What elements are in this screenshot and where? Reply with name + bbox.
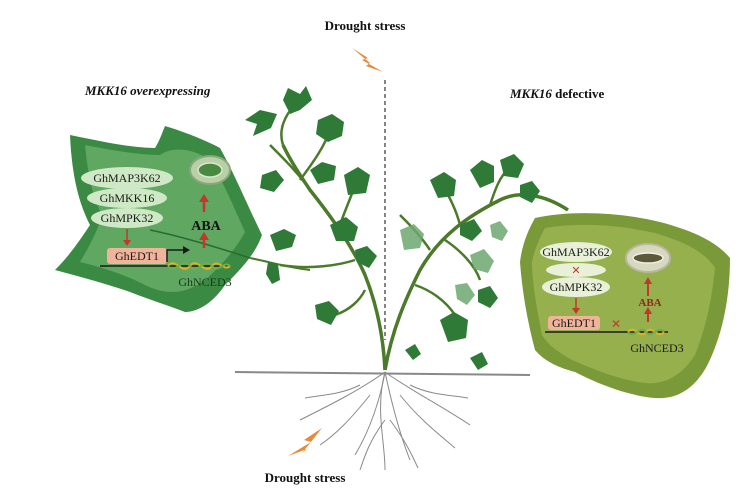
- left-tf-box: [107, 248, 167, 264]
- left-mkk16-label: GhMKK16: [100, 191, 155, 205]
- right-tf-box: [548, 316, 600, 330]
- leaf: [470, 352, 488, 370]
- leaf: [520, 181, 540, 203]
- left-leaf-vein: [149, 229, 251, 259]
- right-mpk32-oval: [542, 277, 610, 297]
- plant-leaves-light: [400, 221, 508, 305]
- branch-6: [334, 289, 367, 317]
- leaf: [440, 312, 468, 342]
- right-mpk32-label: GhMPK32: [550, 280, 603, 294]
- leaf: [430, 172, 456, 198]
- right-map3k62-label: GhMAP3K62: [542, 245, 609, 259]
- right-aba-arrowhead: [644, 277, 652, 284]
- leaf: [400, 224, 424, 250]
- leaf: [315, 301, 339, 325]
- left-map3k62-label: GhMAP3K62: [93, 171, 160, 185]
- right-dna-helix-2: [627, 328, 665, 336]
- top-lightning-icon: [352, 48, 383, 72]
- left-map3k62-oval: [81, 167, 173, 189]
- left-mkk16-oval: [87, 188, 167, 208]
- right-tf-label: GhEDT1: [552, 316, 596, 330]
- left-aba-up-arrowhead-1: [199, 194, 209, 202]
- left-panel-title: MKK16 overexpressing: [84, 83, 211, 98]
- leaf: [470, 249, 494, 273]
- left-promoter-arrow: [166, 249, 185, 262]
- branch-11: [444, 238, 482, 281]
- right-stomata-inner: [632, 252, 664, 264]
- roots: [299, 371, 471, 471]
- leaf: [500, 154, 524, 178]
- leaf: [405, 344, 421, 360]
- plant: [245, 86, 569, 371]
- leaf: [283, 86, 312, 114]
- leaf: [260, 170, 284, 192]
- leaf: [316, 114, 344, 142]
- right-cascade-arrowhead: [572, 308, 580, 314]
- leaf: [310, 162, 336, 184]
- leaf: [270, 229, 296, 251]
- left-nced3-label: GhNCED3: [178, 275, 231, 289]
- left-tf-label: GhEDT1: [115, 249, 159, 263]
- branch-to-left-leaf: [249, 257, 311, 271]
- left-mpk32-label: GhMPK32: [101, 211, 154, 225]
- leaf: [330, 217, 358, 241]
- right-map3k62-oval: [540, 242, 612, 262]
- branch-5: [279, 258, 356, 269]
- leaf: [344, 167, 370, 195]
- leaf: [245, 110, 277, 136]
- bottom-drought-label: Drought stress: [265, 470, 346, 485]
- right-leaf: [520, 213, 730, 399]
- right-panel-title: MKK16 defective: [509, 86, 604, 101]
- bottom-lightning-icon: [288, 428, 322, 456]
- right-transcription-blocked-icon: ✕: [611, 317, 621, 331]
- left-aba-label: ABA: [191, 219, 221, 234]
- left-mpk32-oval: [91, 208, 163, 228]
- right-mkk16-missing-oval: [546, 263, 606, 277]
- right-mkk16-blocked-icon: ✕: [571, 264, 580, 277]
- leaf: [470, 160, 494, 188]
- leaf: [455, 283, 475, 305]
- right-nced3-label: GhNCED3: [630, 341, 683, 355]
- leaf: [478, 286, 498, 308]
- left-stomata-inner: [197, 162, 223, 178]
- left-aba-up-arrowhead-2: [199, 232, 209, 240]
- left-promoter-arrowhead: [183, 246, 190, 254]
- leaf: [355, 246, 377, 268]
- top-drought-label: Drought stress: [325, 18, 406, 33]
- right-aba-label: ABA: [638, 297, 661, 309]
- leaf: [266, 262, 280, 284]
- plant-leaves: [245, 86, 540, 370]
- left-cascade-arrowhead: [123, 240, 131, 246]
- right-aba-arrowhead-2: [644, 307, 652, 314]
- leaf: [490, 221, 508, 241]
- leaf: [460, 219, 482, 241]
- branch-10: [414, 283, 457, 316]
- left-dna-helix-2: [167, 262, 231, 270]
- branch-1: [269, 144, 312, 191]
